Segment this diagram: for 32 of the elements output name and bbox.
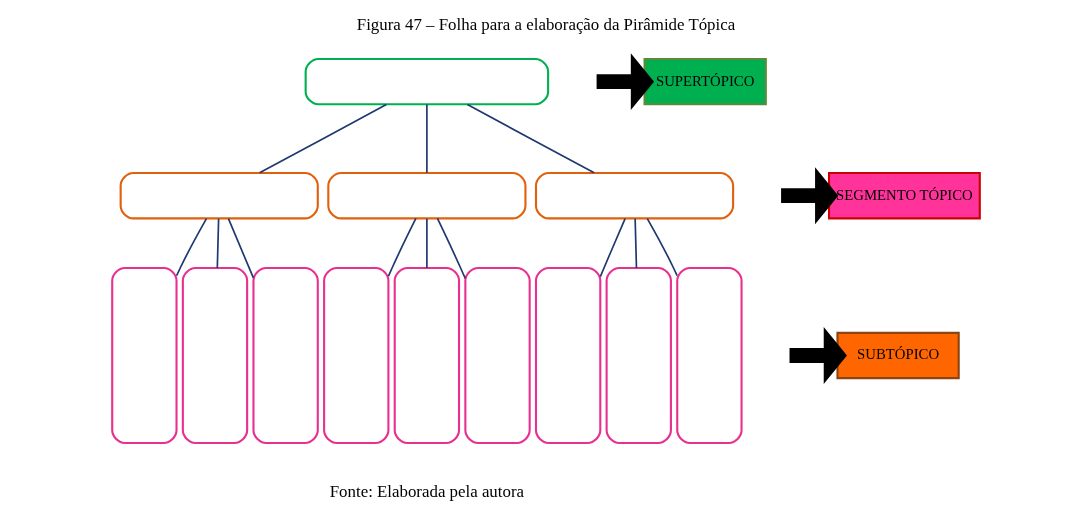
node-box <box>304 57 549 106</box>
connector <box>258 103 387 174</box>
connector <box>645 217 678 277</box>
connector <box>227 217 254 279</box>
diagram-title: Figura 47 – Folha para a elaboração da Pirâmide Tópica <box>356 15 735 35</box>
arrow <box>596 53 654 111</box>
node-box: SEGMENTO TÓPICO <box>827 171 981 220</box>
node-box <box>110 266 178 445</box>
connector <box>387 217 417 277</box>
node-box <box>463 266 531 445</box>
node-box: SUPERTÓPICO <box>643 57 767 106</box>
node-box <box>534 266 601 445</box>
node-box <box>326 171 526 220</box>
node-box <box>534 171 734 220</box>
connector <box>425 103 428 174</box>
connector <box>425 217 428 269</box>
node-box <box>605 266 672 445</box>
node-box <box>181 266 248 445</box>
node-box <box>322 266 389 445</box>
connector <box>466 103 595 174</box>
caption: Fonte: Elaborada pela autora <box>329 481 524 501</box>
node-box <box>675 266 743 445</box>
node-box <box>393 266 460 445</box>
connector <box>215 217 219 269</box>
node-box: SUBTÓPICO <box>835 331 960 380</box>
connector <box>436 217 466 280</box>
node-box <box>119 171 319 220</box>
arrow <box>780 167 838 225</box>
connector <box>599 217 626 278</box>
node-box <box>251 266 319 445</box>
connector <box>633 217 637 269</box>
arrow <box>789 327 847 384</box>
